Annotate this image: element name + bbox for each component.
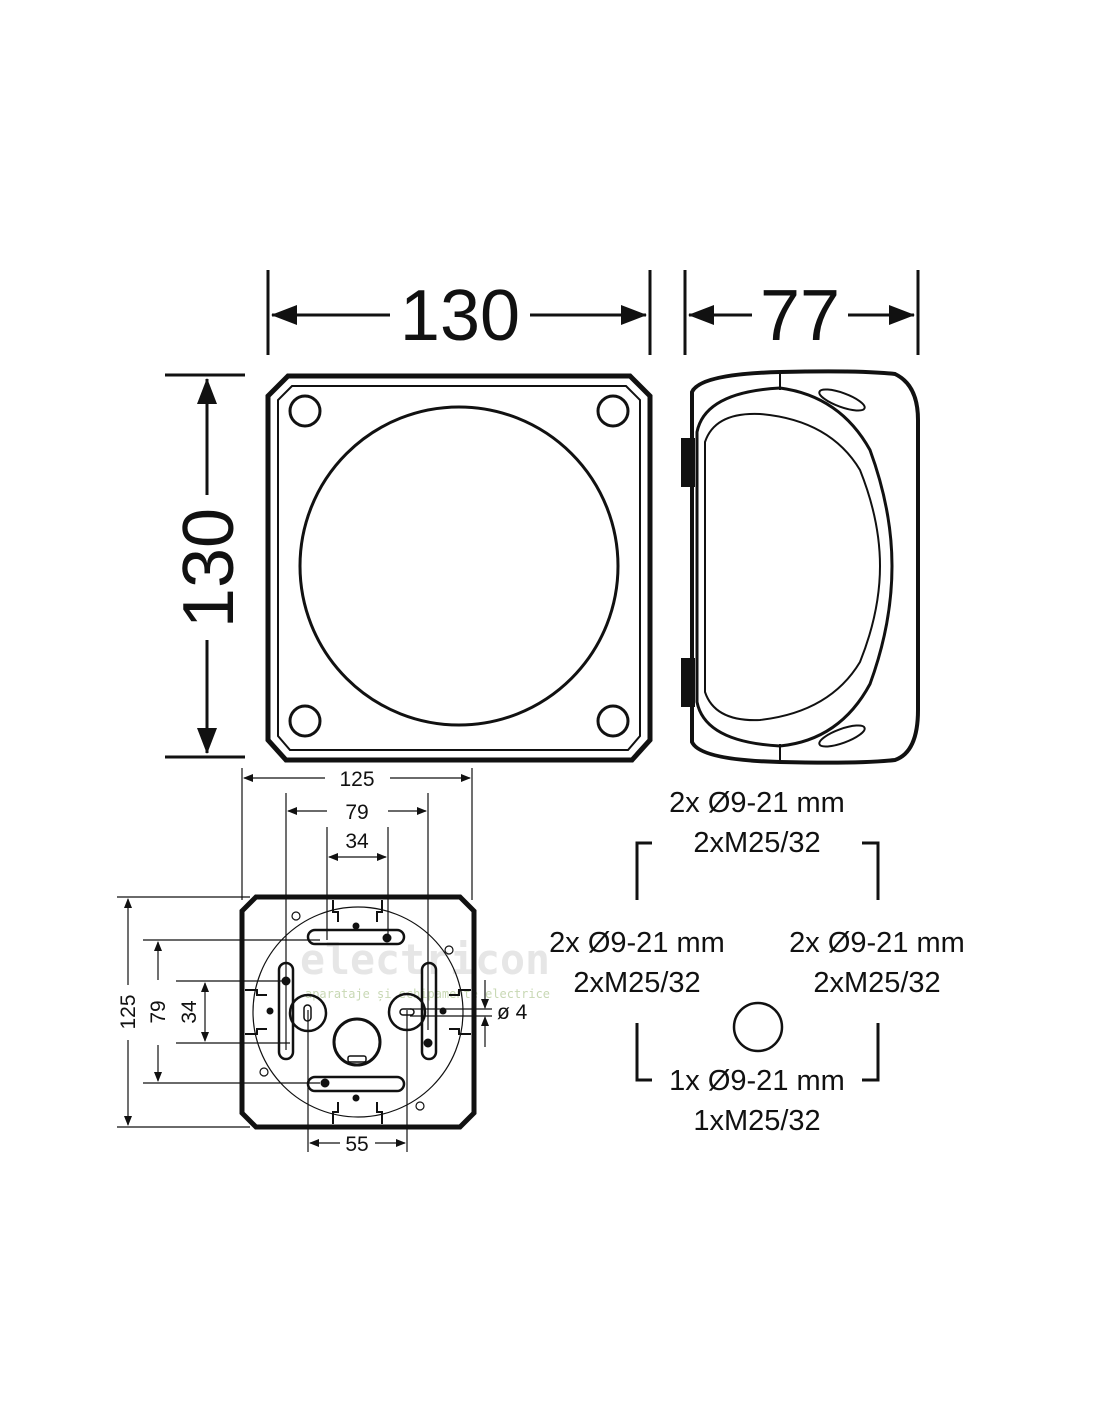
base-hole-spacing-label: 79	[345, 801, 368, 824]
enclosure-base-view	[239, 894, 477, 1130]
screw-hole-icon	[288, 394, 322, 428]
center-spacing-label: 55	[345, 1133, 368, 1156]
bottom-entry-diameter: 1x Ø9-21 mm	[669, 1065, 845, 1097]
cable-entry-icon	[732, 1001, 784, 1053]
base-height-label: 125	[117, 994, 140, 1029]
height-dimension	[165, 373, 245, 759]
watermark-brand: electricon	[300, 935, 550, 984]
right-entry-thread: 2xM25/32	[813, 967, 940, 999]
width-label: 130	[400, 276, 520, 356]
bottom-entry-thread: 1xM25/32	[693, 1105, 820, 1137]
depth-label: 77	[760, 276, 840, 356]
depth-dimension	[683, 270, 920, 355]
enclosure-side-view	[681, 369, 920, 765]
base-vertical-narrow-label: 34	[178, 1000, 201, 1024]
base-narrow-spacing-label: 34	[345, 830, 369, 853]
screw-hole-icon	[596, 704, 630, 738]
top-entry-diameter: 2x Ø9-21 mm	[669, 787, 845, 819]
left-entry-diameter: 2x Ø9-21 mm	[549, 927, 725, 959]
screw-hole-icon	[288, 704, 322, 738]
cable-entry-layout	[635, 841, 880, 1082]
height-label: 130	[169, 508, 249, 628]
hole-diameter-label: ø 4	[497, 1001, 528, 1024]
width-dimension	[266, 270, 652, 355]
left-entry-thread: 2xM25/32	[573, 967, 700, 999]
enclosure-front-view	[265, 373, 653, 763]
base-width-label: 125	[339, 768, 374, 791]
screw-hole-icon	[596, 394, 630, 428]
top-entry-thread: 2xM25/32	[693, 827, 820, 859]
right-entry-diameter: 2x Ø9-21 mm	[789, 927, 965, 959]
base-vertical-spacing-label: 79	[147, 1000, 170, 1023]
